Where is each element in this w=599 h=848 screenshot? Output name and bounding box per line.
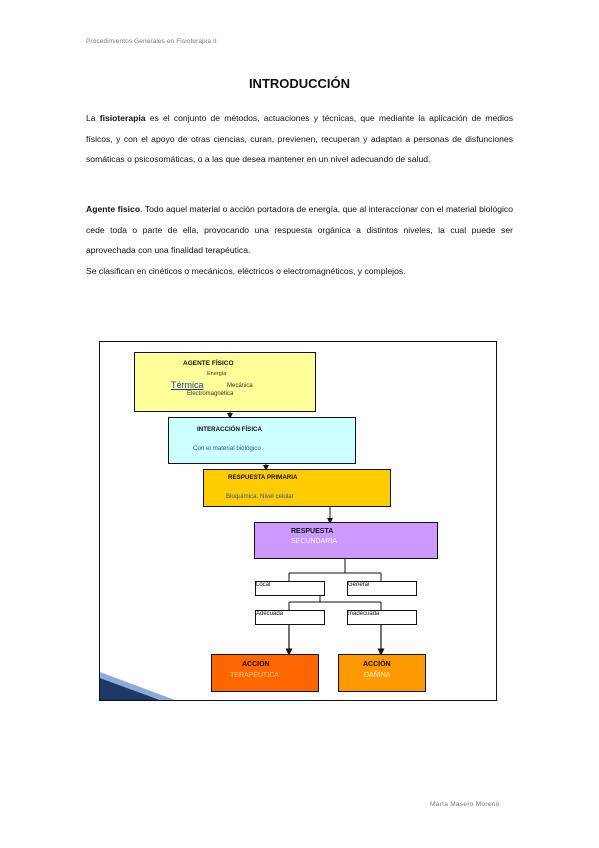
- terapeutica-title: ACCIÓN: [242, 661, 270, 668]
- p2-text: . Todo aquel material o acción portadora…: [86, 204, 513, 255]
- paragraph-fisioterapia: La fisioterapia es el conjunto de método…: [86, 108, 513, 170]
- p1-prefix: La: [86, 113, 100, 123]
- terapeutica-sub: TERAPÉUTICA: [230, 672, 280, 679]
- inadecuada-label: Inadecuada: [348, 611, 380, 617]
- primaria-sub: Bioquímica. Nivel celular: [226, 493, 294, 500]
- local-label: Local: [256, 582, 271, 588]
- secundaria-title: RESPUESTA: [291, 528, 334, 535]
- box-adecuada: Adecuada: [255, 610, 325, 625]
- page-title: INTRODUCCIÓN: [248, 76, 351, 91]
- paragraph-clasificacion: Se clasifican en cinéticos o mecánicos, …: [86, 266, 406, 276]
- interaccion-sub: Con el material biológico: [193, 445, 261, 452]
- box-agente-fisico: AGENTE FÍSICO Energía Térmica Mecánica E…: [134, 352, 316, 412]
- agente-title: AGENTE FÍSICO: [183, 360, 234, 367]
- primaria-title: RESPUESTA PRIMARIA: [228, 474, 298, 481]
- term-fisioterapia: fisioterapia: [99, 113, 146, 123]
- diagram-connectors: [100, 410, 385, 700]
- danina-sub: DAÑINA: [364, 672, 391, 679]
- box-respuesta-primaria: RESPUESTA PRIMARIA Bioquímica. Nivel cel…: [203, 469, 391, 507]
- agente-energia: Energía: [207, 371, 227, 377]
- box-accion-danina: ACCIÓN DAÑINA: [338, 654, 426, 692]
- box-interaccion-fisica: INTERACCIÓN FÍSICA Con el material bioló…: [168, 417, 356, 464]
- decor-stripe-light: [100, 672, 175, 700]
- box-inadecuada: Inadecuada: [347, 610, 417, 625]
- interaccion-title: INTERACCIÓN FÍSICA: [197, 426, 262, 433]
- agente-electromagnetica: Electromagnética: [187, 391, 234, 397]
- danina-title: ACCIÓN: [363, 661, 391, 668]
- agente-fisico-diagram: AGENTE FÍSICO Energía Térmica Mecánica E…: [99, 341, 497, 701]
- agente-termica: Térmica: [171, 380, 204, 390]
- box-respuesta-secundaria: RESPUESTA SECUNDARIA: [254, 522, 438, 559]
- general-label: General: [348, 582, 370, 588]
- page-footer: Marta Masero Moreno: [430, 801, 500, 808]
- term-agente-fisico: Agente físico: [86, 204, 141, 214]
- adecuada-label: Adecuada: [256, 611, 284, 617]
- box-local: Local: [255, 581, 325, 596]
- box-general: General: [347, 581, 417, 596]
- secundaria-sub: SECUNDARIA: [291, 538, 337, 545]
- box-accion-terapeutica: ACCIÓN TERAPÉUTICA: [211, 654, 319, 692]
- p1-text: es el conjunto de métodos, actuaciones y…: [86, 113, 513, 164]
- paragraph-agente-fisico: Agente físico. Todo aquel material o acc…: [86, 199, 513, 261]
- page-header: Procedimientos Generales en Fisioterapia…: [86, 38, 217, 45]
- agente-mecanica: Mecánica: [227, 383, 253, 389]
